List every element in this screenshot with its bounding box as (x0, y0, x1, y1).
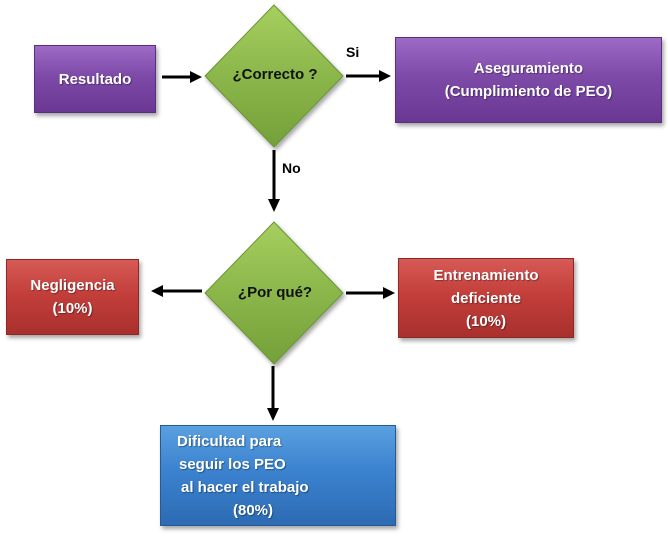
arrow-correcto-to-porque (268, 150, 280, 212)
node-entrenamiento-line1: Entrenamiento (433, 266, 539, 284)
arrow-porque-to-negligencia (151, 285, 202, 297)
arrow-resultado-to-correcto (162, 71, 202, 83)
node-dificultad-line1: Dificultad para (177, 432, 282, 450)
arrow-porque-to-dificultad (267, 366, 279, 421)
decision-porque-label: ¿Por qué? (237, 284, 313, 301)
node-entrenamiento-line3: (10%) (465, 312, 506, 330)
node-entrenamiento: Entrenamiento deficiente (10%) (398, 258, 574, 338)
node-dificultad-line2: seguir los PEO (179, 455, 286, 473)
node-negligencia-line2: (10%) (52, 300, 93, 317)
edge-label-no: No (282, 160, 301, 176)
decision-porque-shape (204, 221, 344, 365)
decision-correcto-shape (204, 4, 344, 148)
node-aseguramiento-line2: (Cumplimiento de PEO) (444, 83, 613, 100)
node-resultado: Resultado (34, 45, 156, 113)
node-dificultad: Dificultad para seguir los PEO al hacer … (160, 425, 396, 526)
node-aseguramiento-line1: Aseguramiento (473, 60, 584, 77)
node-negligencia: Negligencia (10%) (6, 259, 139, 335)
node-entrenamiento-line2: deficiente (450, 289, 522, 307)
edge-label-si: Si (346, 44, 360, 60)
node-resultado-label: Resultado (58, 70, 132, 88)
node-dificultad-line3: al hacer el trabajo (181, 478, 309, 496)
arrow-porque-to-entrenamiento (346, 287, 395, 299)
node-dificultad-line4: (80%) (233, 501, 274, 519)
node-negligencia-line1: Negligencia (30, 277, 115, 294)
arrow-correcto-to-aseguramiento (346, 70, 391, 82)
node-aseguramiento: Aseguramiento (Cumplimiento de PEO) (395, 37, 662, 123)
decision-correcto-label: ¿Correcto ? (232, 66, 318, 83)
